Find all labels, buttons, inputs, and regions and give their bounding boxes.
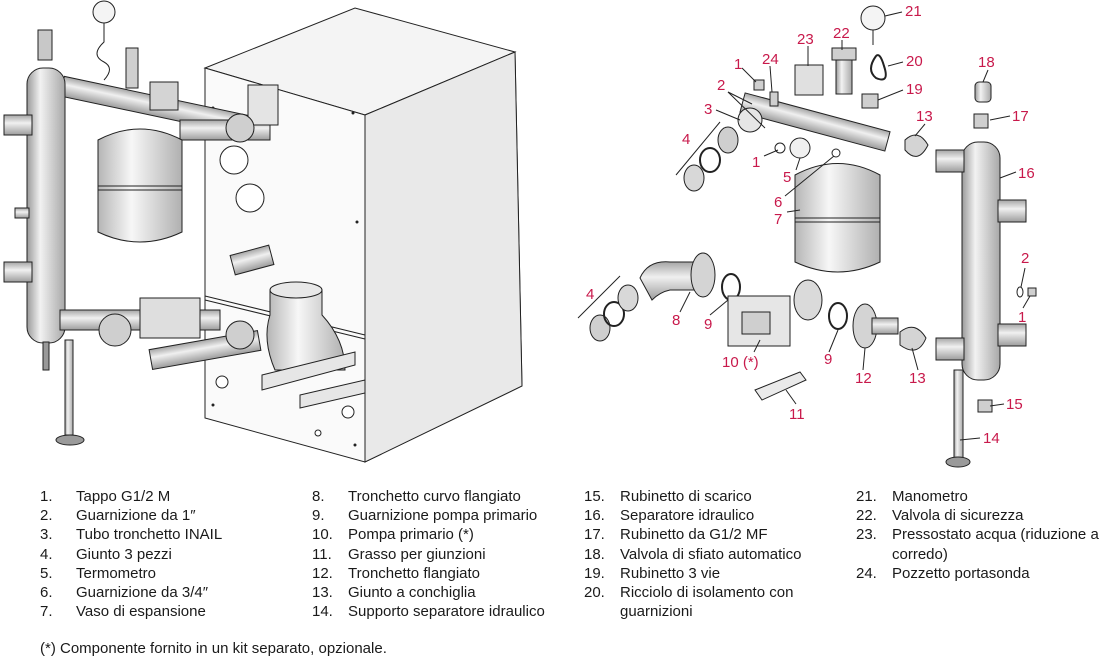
legend-column-2: 8.Tronchetto curvo flangiato 9.Guarnizio…: [312, 487, 562, 621]
callout-4: 4: [586, 286, 594, 303]
legend-item: 5.Termometro: [40, 564, 157, 582]
air-vent: [974, 81, 992, 103]
syphon-coil: [870, 54, 887, 81]
flue-pipe: [266, 289, 346, 371]
inail-pipe: [739, 92, 891, 152]
callout-18: 18: [978, 54, 995, 71]
separator-support: [953, 369, 964, 459]
callout-22: 22: [833, 25, 850, 42]
legend-column-4: 21.Manometro 22.Valvola di sicurezza 23.…: [856, 487, 1100, 583]
hydraulic-separator: [26, 67, 66, 344]
legend-item: 13.Giunto a conchiglia: [312, 584, 476, 602]
exploded-parts: [577, 5, 1037, 468]
leader-lines: [679, 11, 1031, 441]
legend-item: 6.Guarnizione da 3/4″: [40, 584, 209, 602]
joint-grease-tube: [754, 371, 807, 401]
legend-item: 22.Valvola di sicurezza: [856, 507, 1024, 525]
callout-11: 11: [789, 406, 805, 423]
panel-hole: [341, 405, 355, 419]
legend-item: 16.Separatore idraulico: [584, 507, 755, 525]
callout-8: 8: [672, 312, 680, 329]
legend-item: 19.Rubinetto 3 vie: [584, 564, 721, 582]
callout-17: 17: [1012, 108, 1029, 125]
callout-1: 1: [1018, 309, 1026, 326]
pressure-switch-box: [149, 81, 179, 111]
legend-item: 20.Ricciolo di isolamento con guarnizion…: [584, 584, 794, 621]
legend-item: 8.Tronchetto curvo flangiato: [312, 488, 521, 505]
legend-item: 21.Manometro: [856, 488, 968, 505]
legend-item: 24.Pozzetto portasonda: [856, 564, 1030, 582]
callout-10: 10 (*): [722, 354, 759, 371]
callout-13: 13: [916, 108, 933, 125]
clamp-bottom: [899, 326, 927, 351]
legend-item: 23.Pressostato acqua (riduzione a corred…: [856, 526, 1099, 563]
flue-outlet: [229, 244, 275, 276]
callout-12: 12: [855, 370, 872, 387]
callout-13: 13: [909, 370, 926, 387]
manometer: [92, 0, 116, 24]
thermometer: [789, 137, 811, 159]
drain-cock: [977, 399, 993, 413]
cabinet-side-flat: [364, 51, 523, 463]
callout-7: 7: [774, 211, 782, 228]
legend-item: 3.Tubo tronchetto INAIL: [40, 526, 223, 544]
boiler-assembly: [3, 0, 523, 463]
footnote: (*) Componente fornito in un kit separat…: [40, 640, 387, 657]
clamp-top: [904, 134, 929, 157]
callout-20: 20: [906, 53, 923, 70]
panel-hole: [215, 375, 229, 389]
pressure-switch: [794, 64, 824, 96]
union-fitting-top: [675, 121, 739, 192]
legend-column-1: 1.Tappo G1/2 M 2.Guarnizione da 1″ 3.Tub…: [40, 487, 280, 621]
panel-hole: [219, 145, 249, 175]
callout-15: 15: [1006, 396, 1023, 413]
legend-column-3: 15.Rubinetto di scarico 16.Separatore id…: [584, 487, 834, 621]
callout-6: 6: [774, 194, 782, 211]
callout-5: 5: [783, 169, 791, 186]
pump-gasket: [828, 302, 848, 330]
legend-item: 15.Rubinetto di scarico: [584, 488, 752, 505]
panel-hole: [314, 429, 322, 437]
legend-item: 4.Giunto 3 pezzi: [40, 545, 172, 563]
legend-item: 2.Guarnizione da 1″: [40, 507, 196, 525]
callout-2: 2: [1021, 250, 1029, 267]
safety-valve: [835, 59, 853, 95]
legend-item: 9.Guarnizione pompa primario: [312, 507, 538, 525]
union-fitting-bottom: [577, 275, 639, 342]
panel-hole: [235, 183, 265, 213]
callout-24: 24: [762, 51, 779, 68]
legend-item: 14.Supporto separatore idraulico: [312, 603, 545, 621]
legend-item: 11.Grasso per giunzioni: [312, 545, 486, 563]
three-way-valve: [861, 93, 879, 109]
hydraulic-separator-exploded: [961, 141, 1001, 381]
callout-4: 4: [682, 131, 690, 148]
callout-16: 16: [1018, 165, 1035, 182]
legend-item: 1.Tappo G1/2 M: [40, 488, 171, 505]
legend-item: 7.Vaso di espansione: [40, 603, 206, 621]
callout-1: 1: [734, 56, 742, 73]
callout-9: 9: [704, 316, 712, 333]
callout-9: 9: [824, 351, 832, 368]
curved-flange: [639, 261, 696, 301]
legend-item: 10.Pompa primario (*): [312, 526, 474, 544]
manometer-21: [860, 5, 886, 31]
callout-labels: 21 1 24 23 22 20 18 2 19 3 13 17 4 1 5 1…: [586, 3, 1035, 447]
callout-2: 2: [717, 77, 725, 94]
callout-23: 23: [797, 31, 814, 48]
callout-21: 21: [905, 3, 922, 20]
exploded-view-illustration: 21 1 24 23 22 20 18 2 19 3 13 17 4 1 5 1…: [3, 0, 1037, 468]
legend-item: 17.Rubinetto da G1/2 MF: [584, 526, 768, 544]
pump: [139, 297, 201, 339]
callout-1: 1: [752, 154, 760, 171]
callout-14: 14: [983, 430, 1000, 447]
legend-item: 12.Tronchetto flangiato: [312, 564, 481, 582]
callout-19: 19: [906, 81, 923, 98]
legend-item: 18.Valvola di sfiato automatico: [584, 545, 802, 563]
callout-3: 3: [704, 101, 712, 118]
ball-valve: [973, 113, 989, 129]
